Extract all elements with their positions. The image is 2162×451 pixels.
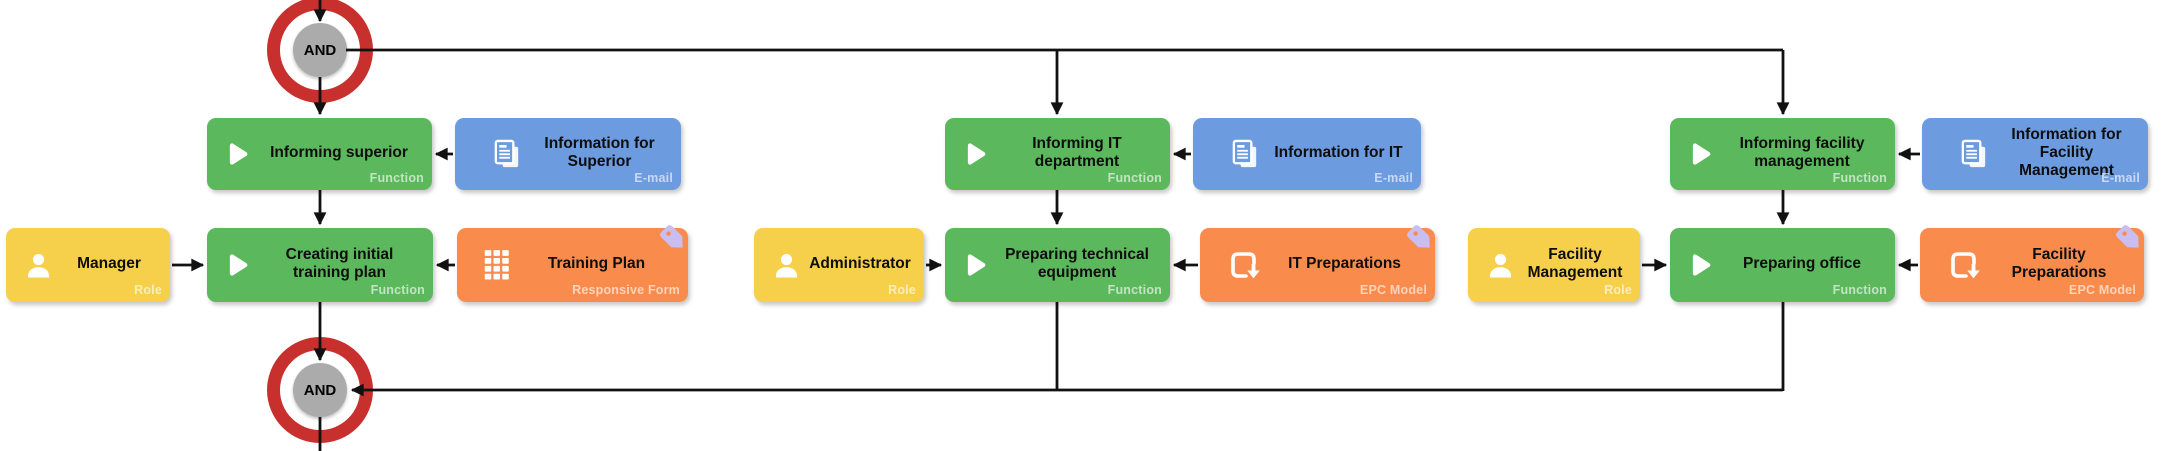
node-label: Administrator xyxy=(809,254,911,272)
node-type-badge: Responsive Form xyxy=(572,283,680,298)
gateway-label: AND xyxy=(293,363,347,417)
play-icon xyxy=(222,139,252,169)
node-type-badge: Role xyxy=(1604,283,1632,298)
and-gateway-bottom[interactable]: AND xyxy=(267,337,373,443)
epc-subprocess-icon xyxy=(1948,249,1980,281)
person-icon xyxy=(23,250,54,281)
email-document-icon xyxy=(1229,138,1262,171)
and-gateway-top[interactable]: AND xyxy=(267,0,373,103)
node-label: Facility Management xyxy=(1527,245,1623,281)
node-label: Information for IT xyxy=(1274,143,1403,161)
play-icon xyxy=(960,139,990,169)
node-label: Informing superior xyxy=(270,143,408,161)
node-type-badge: Function xyxy=(1832,283,1887,298)
node-label: Creating initial training plan xyxy=(285,245,394,281)
node-label: Manager xyxy=(77,254,141,272)
email-document-icon xyxy=(1958,138,1991,171)
node-label: Preparing office xyxy=(1743,254,1861,272)
tag-icon xyxy=(2112,221,2152,261)
person-icon xyxy=(771,250,802,281)
play-icon xyxy=(1685,139,1715,169)
node-type-badge: EPC Model xyxy=(1359,283,1427,298)
node-type-badge: E-mail xyxy=(1374,171,1413,186)
epc-subprocess-icon xyxy=(1228,249,1260,281)
node-type-badge: Function xyxy=(370,283,425,298)
node-type-badge: E-mail xyxy=(2101,171,2140,186)
node-label: Facility Preparations xyxy=(2011,245,2107,281)
node-type-badge: Function xyxy=(1832,171,1887,186)
node-label: IT Preparations xyxy=(1288,254,1401,272)
play-icon xyxy=(222,250,252,280)
node-type-badge: Function xyxy=(369,171,424,186)
node-label: Training Plan xyxy=(547,254,646,272)
node-label: Informing IT department xyxy=(1032,134,1122,170)
node-type-badge: Role xyxy=(888,283,916,298)
node-label: Information for Superior xyxy=(544,134,655,170)
node-type-badge: Role xyxy=(134,283,162,298)
email-document-icon xyxy=(491,138,524,171)
node-label: Information for Facility Management xyxy=(2011,125,2122,180)
tag-icon xyxy=(1403,221,1443,261)
node-label: Informing facility management xyxy=(1739,134,1865,170)
node-label: Preparing technical equipment xyxy=(1005,245,1149,281)
node-type-badge: EPC Model xyxy=(2068,283,2136,298)
form-grid-icon xyxy=(483,248,511,282)
node-information-for-it[interactable]: Information for IT E-mail xyxy=(1193,118,1421,190)
tag-icon xyxy=(656,221,696,261)
person-icon xyxy=(1485,250,1516,281)
node-type-badge: E-mail xyxy=(634,171,673,186)
play-icon xyxy=(960,250,990,280)
node-type-badge: Function xyxy=(1107,171,1162,186)
gateway-label: AND xyxy=(293,23,347,77)
node-type-badge: Function xyxy=(1107,283,1162,298)
play-icon xyxy=(1685,250,1715,280)
